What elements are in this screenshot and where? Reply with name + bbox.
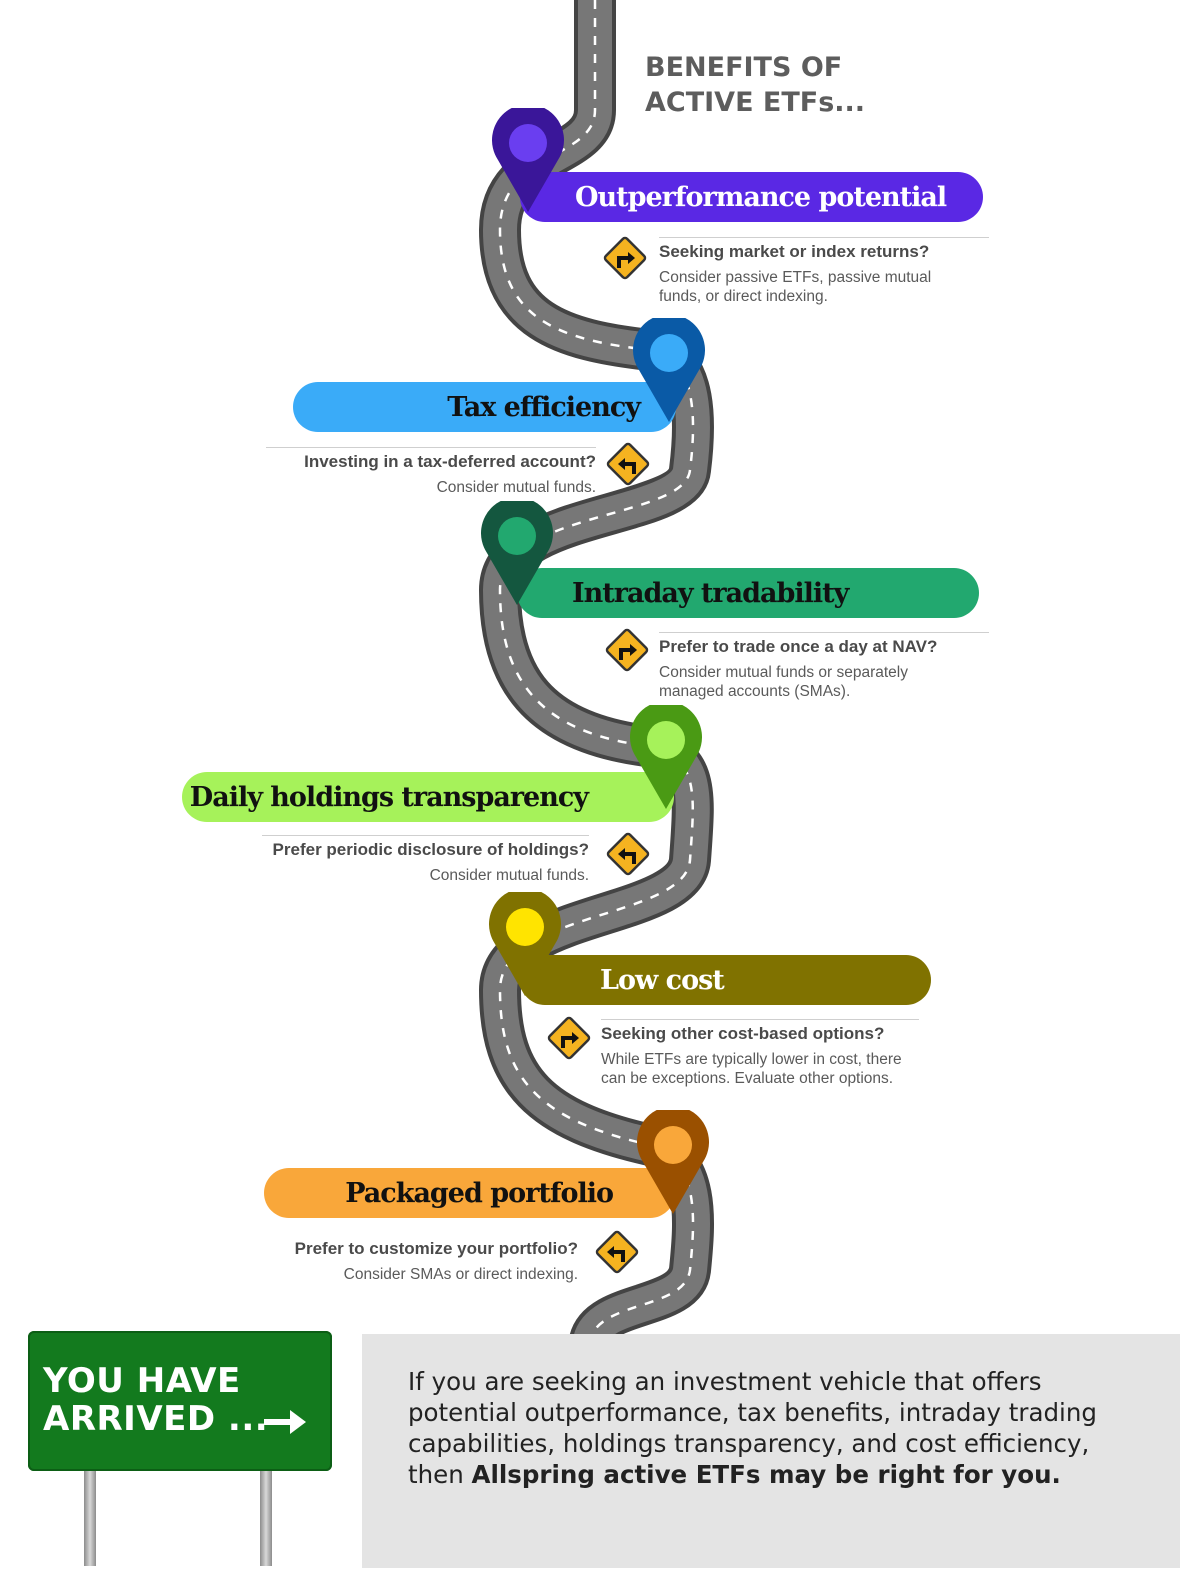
- benefit-answer: Consider mutual funds.: [429, 867, 589, 884]
- benefit-question: Investing in a tax-deferred account?: [304, 452, 596, 471]
- map-pin-icon: [492, 108, 564, 212]
- benefit-question: Prefer periodic disclosure of holdings?: [272, 840, 589, 859]
- arrival-highway-sign: YOU HAVE ARRIVED ...: [28, 1331, 332, 1471]
- benefit-banner-outperformance: Outperformance potential: [520, 172, 983, 222]
- benefit-question: Prefer to trade once a day at NAV?: [659, 637, 938, 656]
- summary-emphasis: Allspring active ETFs may be right for y…: [471, 1460, 1061, 1489]
- map-pin-icon: [481, 501, 553, 605]
- map-pin-icon: [630, 705, 702, 809]
- benefit-title: Low cost: [600, 964, 725, 996]
- map-pin-icon: [489, 892, 561, 996]
- benefit-banner-intraday-tradability: Intraday tradability: [517, 568, 979, 618]
- heading-line-1: BENEFITS OF: [645, 52, 843, 83]
- divider: [659, 632, 989, 633]
- sign-post-right: [260, 1471, 272, 1566]
- benefit-title: Tax efficiency: [447, 391, 641, 423]
- benefit-answer: Consider mutual funds.: [436, 479, 596, 496]
- benefit-question: Seeking other cost-based options?: [601, 1024, 885, 1043]
- turn-left-sign-icon: [606, 832, 650, 876]
- benefit-question: Prefer to customize your portfolio?: [294, 1239, 578, 1258]
- arrival-sign-line-1: YOU HAVE: [43, 1361, 241, 1401]
- benefit-banner-tax-efficiency: Tax efficiency: [293, 382, 676, 432]
- benefit-answer: While ETFs are typically lower in cost, …: [601, 1051, 902, 1087]
- benefit-banner-packaged-portfolio: Packaged portfolio: [264, 1168, 675, 1218]
- divider: [266, 447, 596, 448]
- divider: [659, 237, 989, 238]
- turn-right-sign-icon: [547, 1016, 591, 1060]
- benefit-title: Packaged portfolio: [345, 1177, 614, 1209]
- turn-left-sign-icon: [595, 1230, 639, 1274]
- turn-right-sign-icon: [603, 236, 647, 280]
- turn-left-sign-icon: [606, 442, 650, 486]
- summary-panel: If you are seeking an investment vehicle…: [362, 1334, 1180, 1568]
- benefit-question: Seeking market or index returns?: [659, 242, 930, 261]
- benefit-banner-low-cost: Low cost: [520, 955, 931, 1005]
- heading-line-2: ACTIVE ETFs...: [645, 87, 866, 118]
- arrival-sign-line-2: ARRIVED ...: [43, 1399, 269, 1439]
- summary-body: If you are seeking an investment vehicle…: [408, 1367, 1097, 1489]
- sign-post-left: [84, 1471, 96, 1566]
- benefit-title: Daily holdings transparency: [189, 781, 589, 813]
- benefit-answer: Consider SMAs or direct indexing.: [343, 1266, 578, 1283]
- benefit-banner-holdings-transparency: Daily holdings transparency: [182, 772, 674, 822]
- infographic-heading: BENEFITS OF ACTIVE ETFs...: [645, 50, 865, 120]
- benefit-answer: Consider passive ETFs, passive mutual fu…: [659, 269, 932, 305]
- arrow-right-icon: [264, 1410, 306, 1434]
- summary-text: If you are seeking an investment vehicle…: [408, 1366, 1148, 1490]
- map-pin-icon: [637, 1110, 709, 1214]
- divider: [262, 835, 589, 836]
- benefit-title: Intraday tradability: [572, 577, 849, 609]
- turn-right-sign-icon: [605, 628, 649, 672]
- benefit-title: Outperformance potential: [575, 181, 947, 213]
- benefit-answer: Consider mutual funds or separately mana…: [659, 664, 908, 700]
- map-pin-icon: [633, 318, 705, 422]
- divider: [601, 1019, 919, 1020]
